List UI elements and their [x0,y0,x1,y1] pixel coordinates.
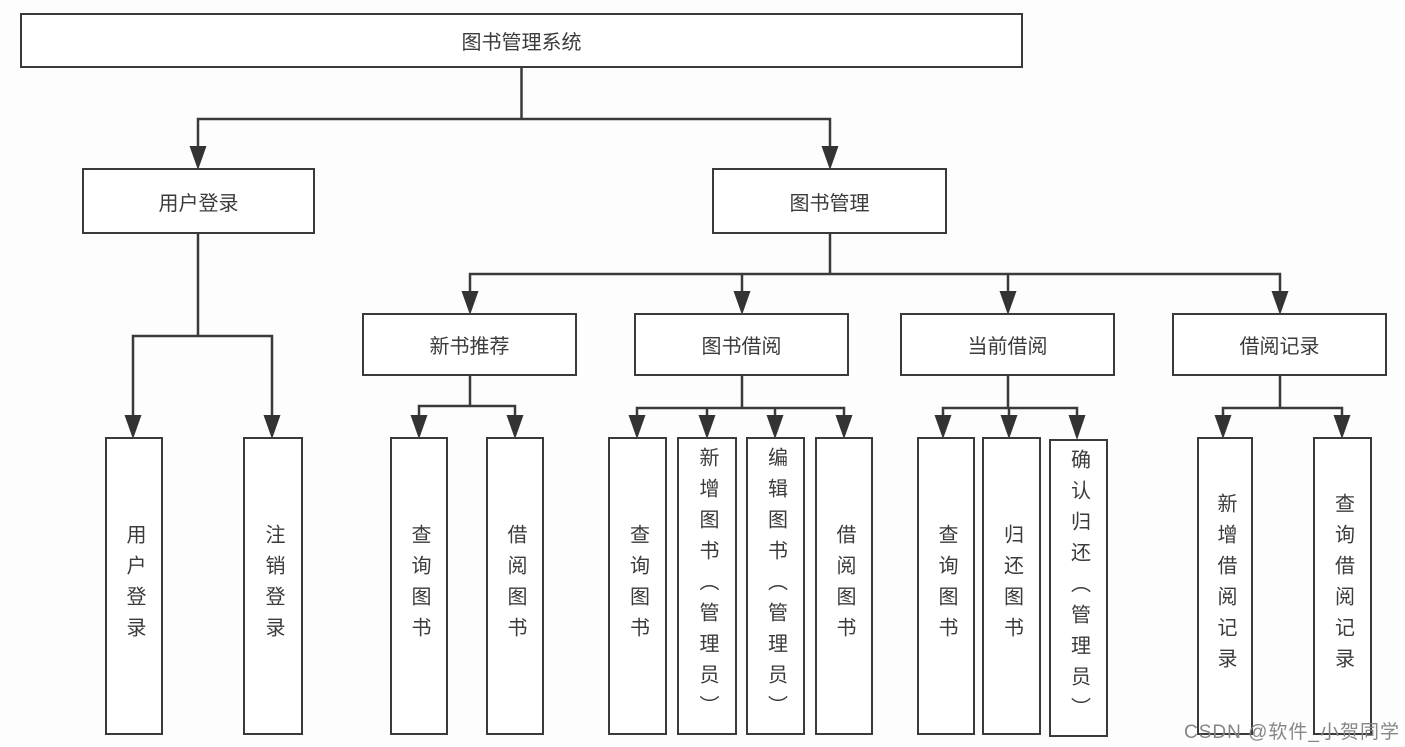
node-root-system-label: 图书管理系统 [461,32,582,54]
leaf-current-return-books-label: 归还图书 [1000,524,1023,648]
leaf-borrowing-query-books-label: 查询图书 [626,524,649,648]
node-root-system: 图书管理系统 [20,13,1023,68]
leaf-current-confirm-return-admin-label: 确认归还（管理员） [1067,448,1090,728]
leaf-logout-label: 注销登录 [262,524,284,648]
leaf-borrowing-edit-books-admin: 编辑图书（管理员） [746,437,805,735]
connector-userlogin-to-leaves [124,234,281,439]
connector-borrowrecords-to-leaves [1214,376,1351,439]
leaf-records-query-record: 查询借阅记录 [1313,437,1372,735]
leaf-borrowing-add-books-admin: 新增图书（管理员） [677,437,737,735]
node-borrow-records: 借阅记录 [1172,313,1387,376]
csdn-watermark: CSDN @软件_小贺同学 [1184,722,1400,743]
node-user-login-group: 用户登录 [82,168,315,234]
node-book-borrowing: 图书借阅 [634,313,849,376]
leaf-current-query-books-label: 查询图书 [935,524,957,648]
leaf-current-return-books: 归还图书 [982,437,1041,735]
leaf-borrowing-add-books-admin-label: 新增图书（管理员） [696,446,718,726]
node-book-management-label: 图书管理 [789,192,870,215]
node-user-login-group-label: 用户登录 [158,192,239,215]
leaf-borrowing-borrow-books-label: 借阅图书 [833,524,855,648]
connector-bookmgmt-to-level3 [461,234,1289,315]
node-new-book-recommend-label: 新书推荐 [429,336,510,358]
leaf-current-query-books: 查询图书 [917,437,975,735]
node-current-borrowing: 当前借阅 [900,313,1115,376]
leaf-borrowing-edit-books-admin-label: 编辑图书（管理员） [764,446,787,726]
leaf-records-add-record-label: 新增借阅记录 [1214,493,1236,679]
leaf-logout: 注销登录 [243,437,303,735]
node-borrow-records-label: 借阅记录 [1239,336,1320,358]
leaf-recommend-borrow-books: 借阅图书 [486,437,544,735]
leaf-recommend-query-books: 查询图书 [390,437,448,735]
leaf-user-login: 用户登录 [105,437,163,735]
node-current-borrowing-label: 当前借阅 [967,336,1048,358]
node-book-management: 图书管理 [712,168,947,234]
leaf-recommend-borrow-books-label: 借阅图书 [504,524,526,648]
connector-bookborrow-to-leaves [628,376,853,439]
leaf-current-confirm-return-admin: 确认归还（管理员） [1049,439,1108,737]
leaf-borrowing-query-books: 查询图书 [608,437,667,735]
connector-root-to-level2 [189,68,839,170]
leaf-records-query-record-label: 查询借阅记录 [1331,493,1354,679]
leaf-recommend-query-books-label: 查询图书 [408,524,430,648]
leaf-records-add-record: 新增借阅记录 [1197,437,1253,735]
connector-newbookrec-to-leaves [410,376,524,439]
leaf-borrowing-borrow-books: 借阅图书 [815,437,873,735]
node-new-book-recommend: 新书推荐 [362,313,577,376]
leaf-user-login-label: 用户登录 [123,524,145,648]
connector-currentborrow-to-leaves [934,376,1086,440]
node-book-borrowing-label: 图书借阅 [701,336,782,358]
